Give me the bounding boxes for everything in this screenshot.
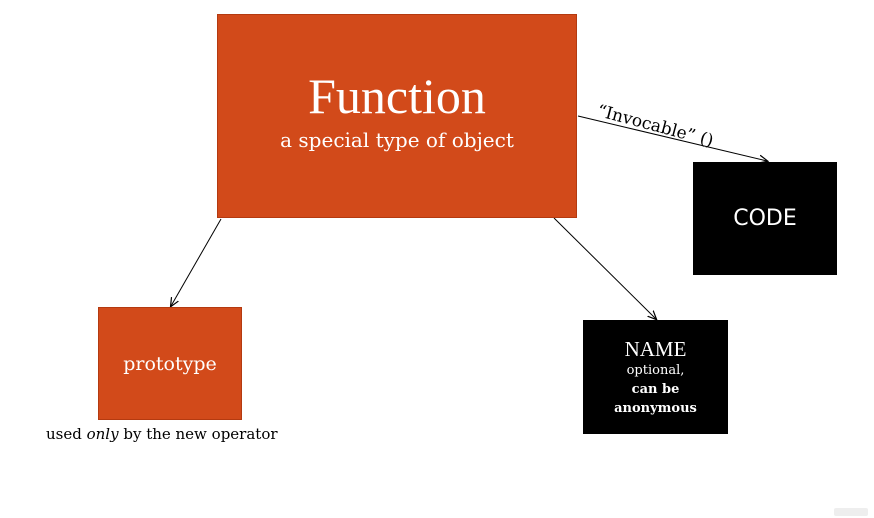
caption-emphasis: only	[86, 425, 119, 443]
arrow-function-to-prototype	[171, 218, 222, 306]
name-box: NAME optional, can be anonymous	[583, 320, 728, 434]
code-box: CODE	[693, 162, 837, 275]
name-optional-text: optional,	[626, 362, 685, 378]
name-anonymous-text: can be anonymous	[614, 381, 697, 416]
prototype-label: prototype	[123, 352, 217, 375]
prototype-box: prototype	[98, 307, 242, 420]
arrow-function-to-name	[553, 217, 656, 319]
function-title: Function	[308, 68, 486, 124]
watermark-logo	[834, 508, 868, 516]
function-subtitle: a special type of object	[280, 128, 514, 152]
name-label: NAME	[624, 336, 687, 361]
function-box: Function a special type of object	[217, 14, 577, 218]
prototype-caption: used only by the new operator	[46, 425, 278, 443]
arrow-function-to-code	[577, 115, 767, 161]
caption-before: used	[46, 425, 87, 443]
code-label: CODE	[733, 206, 797, 231]
caption-after: by the new operator	[118, 425, 278, 443]
